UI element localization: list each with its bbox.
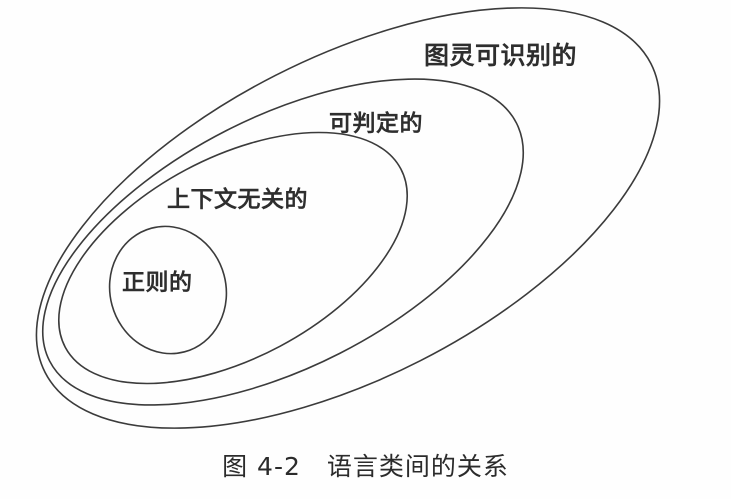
figure-caption-number: 图 4-2 [222,452,301,481]
ellipse-regular [95,213,240,367]
label-regular: 正则的 [122,270,193,296]
figure-caption-title: 语言类间的关系 [326,452,509,481]
figure-caption: 图 4-2 语言类间的关系 [0,452,731,482]
ellipse-context-free [18,81,447,436]
label-context-free: 上下文无关的 [167,187,308,213]
ellipse-decidable [0,12,573,473]
label-decidable: 可判定的 [329,111,423,137]
label-turing-recognizable: 图灵可识别的 [424,41,578,70]
